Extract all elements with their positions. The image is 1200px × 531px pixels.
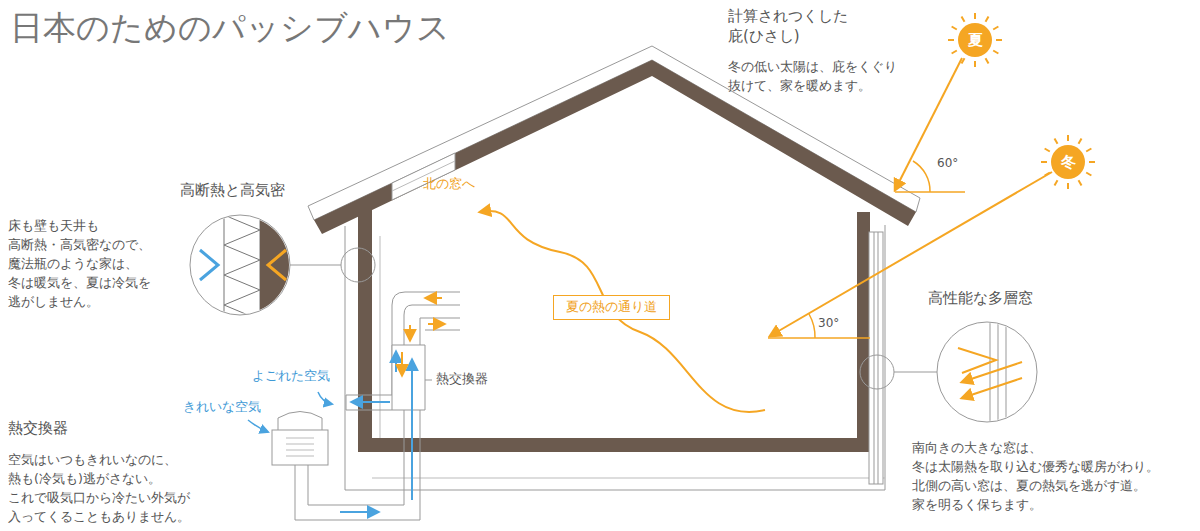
angle-label: 60°: [937, 156, 958, 170]
section-body: 南向きの大きな窓は、 冬は太陽熱を取り込む優秀な暖房がわり。 北側の高い窓は、夏…: [912, 438, 1159, 514]
roof-structure: [314, 60, 916, 234]
part-name: 熱交換器: [436, 371, 488, 388]
sun-label: 冬: [1061, 153, 1076, 172]
sun-circle: 夏: [958, 23, 992, 57]
roof: [308, 46, 920, 220]
air-label: よごれた空気: [252, 368, 330, 385]
section-heading: 熱交換器: [8, 418, 68, 438]
multi-layer-window: [869, 232, 883, 484]
section-body: 床も壁も天井も 高断熱・高気密なので、 魔法瓶のような家は、 冬は暖気を、夏は冷…: [8, 216, 151, 311]
ventilation-duct: [272, 292, 460, 520]
angle-label: 30°: [818, 316, 839, 330]
section-heading: 計算されつくした 庇(ひさし): [728, 6, 848, 46]
section-heading: 高断熱と高気密: [180, 180, 285, 200]
left-wall: [358, 210, 372, 452]
flow-label: 北の窓へ: [423, 176, 475, 193]
floor: [358, 438, 870, 452]
right-wall: [857, 212, 870, 452]
page-title: 日本のためのパッシブハウス: [10, 6, 450, 51]
air-label: きれいな空気: [183, 399, 261, 416]
sun-circle: 冬: [1051, 145, 1085, 179]
section-body: 冬の低い太陽は、庇をくぐり 抜けて、家を暖めます。: [728, 57, 897, 95]
section-body: 空気はいつもきれいなのに、 熱も(冷気も)逃がさない。 これで吸気口から冷たい外…: [8, 450, 190, 526]
label-box: 夏の熱の通り道: [553, 295, 670, 320]
section-heading: 高性能な多層窓: [928, 288, 1033, 308]
box-label: 夏の熱の通り道: [566, 299, 657, 316]
sun-label: 夏: [968, 31, 983, 50]
wall-outline: [345, 225, 885, 490]
